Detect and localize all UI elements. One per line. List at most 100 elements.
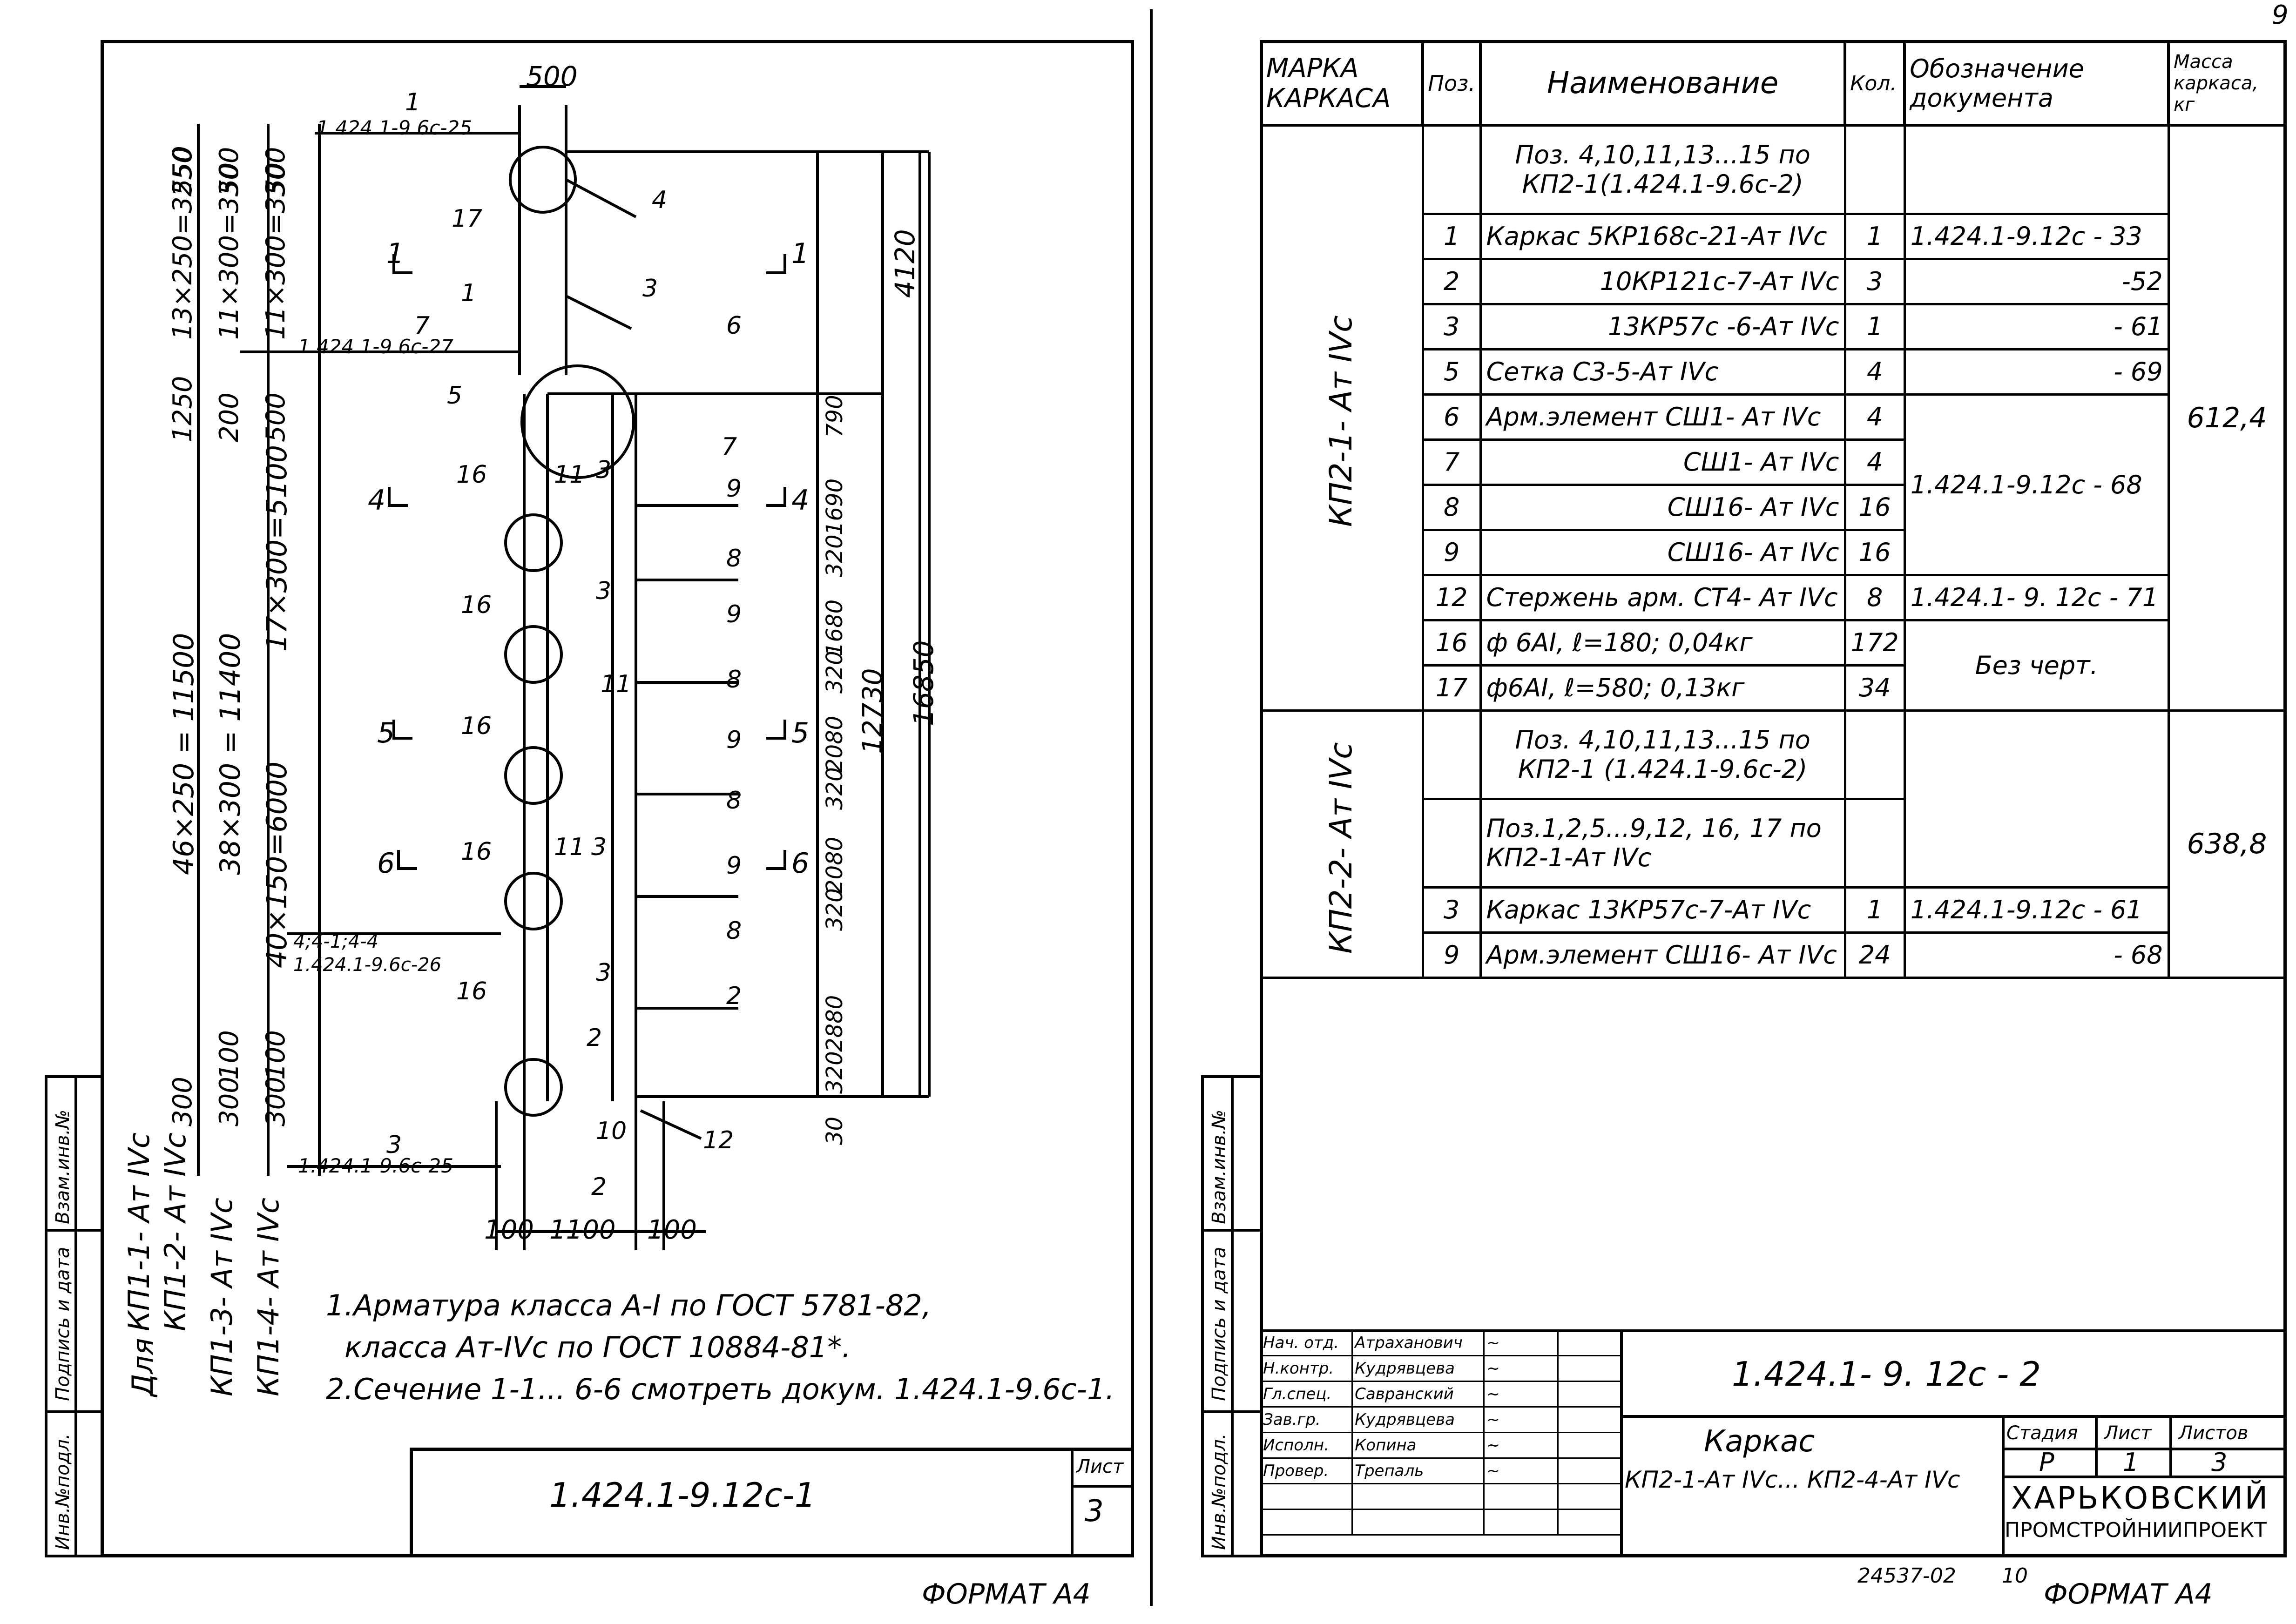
group1-mass: 612,4 bbox=[2167, 124, 2287, 712]
dim-r2-3: 1680 bbox=[822, 599, 848, 656]
hdr-doc: Обозначение документа bbox=[1903, 40, 2170, 127]
side-label-replace: Взам.инв.№ bbox=[52, 1109, 74, 1224]
notes: 1.Арматура класса А-I по ГОСТ 5781-82, к… bbox=[326, 1285, 1114, 1410]
dim-c1-4: 300 bbox=[168, 1077, 198, 1126]
hdr-mark: МАРКА КАРКАСА bbox=[1259, 40, 1425, 127]
group2-mark: КП2-2- Ат IVс bbox=[1323, 741, 1359, 954]
dim-bottom-3: 100 bbox=[647, 1215, 697, 1245]
section-4-right: 4 bbox=[791, 484, 810, 517]
callout-3c: 3 bbox=[591, 833, 607, 861]
section-5-right: 5 bbox=[791, 717, 810, 749]
note-2: 2.Сечение 1-1... 6-6 смотреть докум. 1.4… bbox=[326, 1372, 1115, 1406]
dim-c1-3: 46×250 = 11500 bbox=[168, 633, 200, 875]
dim-c1-1: 13×250=3250 bbox=[168, 147, 198, 340]
dim-r2-11: 30 bbox=[822, 1116, 848, 1145]
dim-c3-4: 40×150=6000 bbox=[261, 761, 293, 968]
callout-2b: 2 bbox=[587, 1024, 602, 1052]
section-6-right: 6 bbox=[791, 847, 810, 880]
callout-16c: 16 bbox=[461, 712, 492, 740]
signature: ~ bbox=[1483, 1406, 1559, 1433]
callout-7b: 7 bbox=[722, 433, 737, 461]
table-row: Гл.спец.Савранский~ bbox=[1259, 1381, 1622, 1408]
section-4-left: 4 bbox=[368, 484, 386, 517]
callout-1: 1 bbox=[405, 88, 421, 116]
frame-drawing bbox=[197, 85, 931, 1250]
dim-c3-5: 100 bbox=[261, 1030, 291, 1080]
dim-c2-2: 200 bbox=[214, 392, 244, 442]
dim-r2-5: 2080 bbox=[822, 715, 848, 773]
dim-r2-6: 320 bbox=[822, 767, 848, 810]
dim-c3-2: 500 bbox=[261, 392, 291, 442]
callout-11b: 11 bbox=[601, 670, 632, 698]
callout-12: 12 bbox=[703, 1126, 734, 1154]
sheets-label: Листов bbox=[2179, 1422, 2249, 1444]
ref-3: 1.424.1-9.6с-26 bbox=[293, 954, 442, 976]
callout-9d: 9 bbox=[726, 852, 742, 880]
table-row: 12 Стержень арм. СТ4- Ат IVс 8 1.424.1- … bbox=[1261, 573, 2285, 621]
dim-r1-1: 16850 bbox=[908, 640, 939, 726]
table-row bbox=[1259, 1483, 1622, 1510]
ref-3-pre: 4;4-1;4-4 bbox=[293, 931, 379, 952]
callout-9b: 9 bbox=[726, 600, 742, 628]
callout-11a: 11 bbox=[554, 461, 585, 489]
footer-num: 10 bbox=[2002, 1564, 2028, 1588]
callout-3f: 3 bbox=[596, 959, 612, 987]
callout-16b: 16 bbox=[461, 591, 492, 619]
dim-r2-9: 2880 bbox=[822, 995, 848, 1052]
callout-10: 10 bbox=[596, 1117, 627, 1145]
callout-16e: 16 bbox=[456, 977, 487, 1005]
callout-8a: 8 bbox=[726, 545, 742, 573]
signature: ~ bbox=[1483, 1432, 1559, 1459]
org-name-1: ХАРЬКОВСКИЙ bbox=[2011, 1480, 2270, 1516]
dim-r2-1: 1690 bbox=[822, 478, 848, 535]
dim-top-width: 500 bbox=[526, 61, 578, 92]
left-format: ФОРМАТ А4 bbox=[922, 1578, 1091, 1611]
right-format: ФОРМАТ А4 bbox=[2044, 1578, 2213, 1611]
signature: ~ bbox=[1483, 1457, 1559, 1484]
dim-r2-2: 320 bbox=[822, 534, 848, 577]
group1-mark-cell: КП2-1- Ат IVс bbox=[1260, 124, 1424, 712]
table-row: Зав.гр.Кудрявцева~ bbox=[1259, 1406, 1622, 1433]
dim-r3: 12730 bbox=[857, 668, 888, 754]
dim-c3-1: 11×300=3300 bbox=[261, 147, 291, 340]
callout-9c: 9 bbox=[726, 726, 742, 754]
callout-9a: 9 bbox=[726, 475, 742, 503]
right-side-label-replace: Взам.инв.№ bbox=[1209, 1109, 1230, 1224]
table-row: 7 СШ1- Ат IVс 4 bbox=[1261, 438, 2285, 486]
sheet-value: 1 bbox=[2123, 1448, 2139, 1477]
ref-4: 1.424.1-9.6с-25 bbox=[298, 1154, 453, 1177]
callout-3b: 3 bbox=[596, 456, 612, 484]
table-row: КП2-2- Ат IVс Поз. 4,10,11,13...15 по КП… bbox=[1260, 709, 2287, 979]
group2-mark-cell: КП2-2- Ат IVс bbox=[1260, 709, 1424, 979]
callout-4: 4 bbox=[652, 186, 668, 214]
callout-6: 6 bbox=[726, 312, 742, 340]
table-row: 17 ф6АI, ℓ=580; 0,13кг 34 bbox=[1261, 664, 2285, 712]
dim-c2-1: 11×300=3300 bbox=[214, 147, 244, 340]
dim-r1-0: 4120 bbox=[889, 229, 921, 298]
dim-bottom-2: 1100 bbox=[549, 1215, 616, 1245]
table-row: КП2-1- Ат IVс Поз. 4,10,11,13...15 по КП… bbox=[1260, 124, 2287, 712]
dim-bottom-1: 100 bbox=[484, 1215, 534, 1245]
hdr-pos: Поз. bbox=[1421, 40, 1482, 127]
table-row: 9 Арм.элемент СШ16- Ат IVс 24 - 68 bbox=[1261, 931, 2285, 979]
callout-17: 17 bbox=[452, 205, 483, 233]
dim-r2-10: 320 bbox=[822, 1051, 848, 1094]
signature-table: Нач. отд.Атраханович~ Н.контр.Кудрявцева… bbox=[1259, 1329, 1622, 1536]
callout-3d: 3 bbox=[386, 1131, 402, 1159]
callout-16a: 16 bbox=[456, 461, 487, 489]
callout-2a: 2 bbox=[726, 982, 742, 1010]
table-row: 5 Сетка С3-5-Ат IVс 4 - 69 bbox=[1261, 348, 2285, 396]
callout-8c: 8 bbox=[726, 787, 742, 815]
dim-c3-3: 17×300=5100 bbox=[261, 445, 293, 652]
stamp-top-line bbox=[1260, 1329, 2287, 1332]
right-side-label-sign: Подпись и дата bbox=[1209, 1247, 1230, 1401]
spread-divider bbox=[1150, 9, 1153, 1606]
sheet-label: Лист bbox=[2104, 1422, 2152, 1444]
signature: ~ bbox=[1483, 1329, 1559, 1356]
right-stamp-title1: Каркас bbox=[1704, 1424, 1815, 1459]
left-stamp bbox=[410, 1448, 1134, 1557]
side-label-sign: Подпись и дата bbox=[52, 1247, 74, 1401]
dim-r2-7: 2080 bbox=[822, 836, 848, 894]
table-row: 6 Арм.элемент СШ1- Ат IVс 4 1.424.1-9.12… bbox=[1261, 393, 2285, 576]
table-row: 2 10КР121с-7-Ат IVс 3 -52 bbox=[1261, 257, 2285, 305]
